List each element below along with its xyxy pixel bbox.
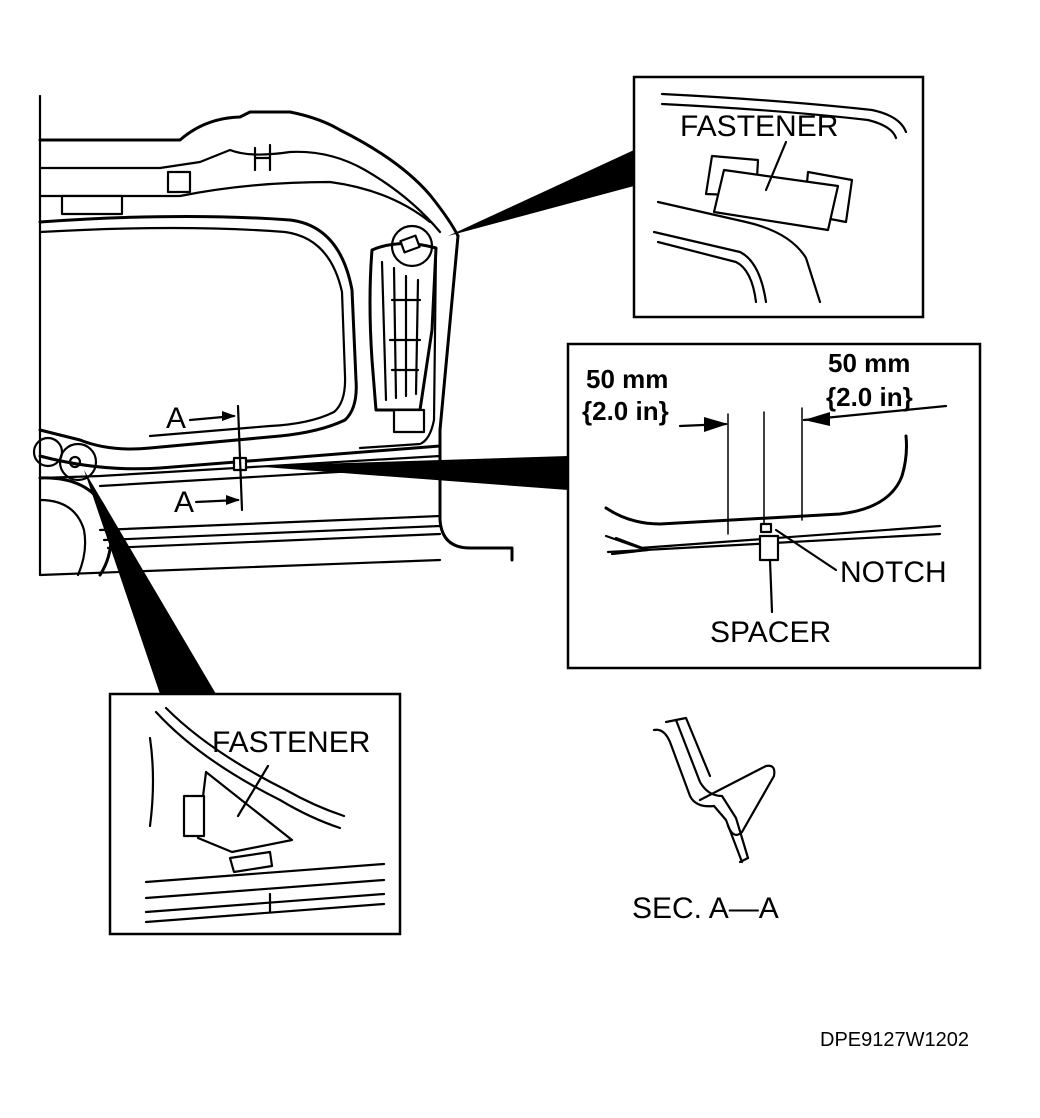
notch-label: NOTCH (840, 556, 947, 589)
detail-box-spacer: 50 mm {2.0 in} 50 mm {2.0 in} NOTCH SPAC… (566, 342, 982, 670)
figure-code: DPE9127W1202 (820, 1029, 969, 1051)
spacer-label: SPACER (710, 616, 831, 649)
section-caption: SEC. A—A (632, 892, 779, 925)
section-marker-bottom: A (174, 486, 194, 519)
vehicle-body-view: A A (32, 94, 514, 577)
section-a-a-view: SEC. A—A (632, 716, 779, 925)
fastener-label-top: FASTENER (680, 110, 838, 143)
callout-wedge-middle (250, 456, 568, 490)
detail-box-top-fastener: FASTENER (632, 75, 925, 319)
dim-right-mm: 50 mm (828, 348, 910, 378)
fastener-label-bottom: FASTENER (212, 726, 370, 759)
dim-left-mm: 50 mm (586, 364, 668, 394)
dim-right-in: {2.0 in} (826, 382, 913, 412)
dim-left-in: {2.0 in} (582, 396, 669, 426)
callout-wedge-top (448, 150, 634, 236)
detail-box-bottom-fastener: FASTENER (108, 692, 402, 936)
section-marker-top: A (166, 402, 186, 435)
callout-wedge-bottom (84, 470, 216, 694)
